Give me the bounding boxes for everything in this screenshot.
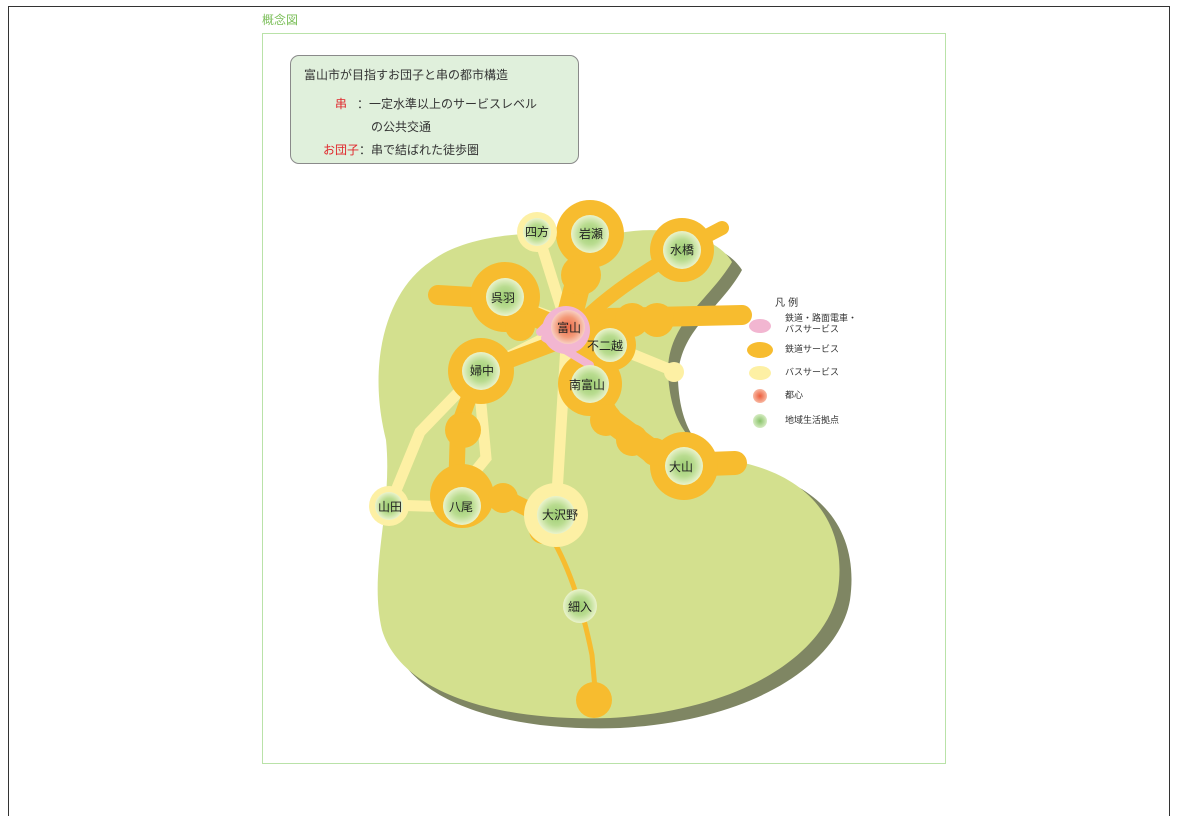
figure-frame xyxy=(262,33,946,764)
city-centre xyxy=(551,310,585,344)
label-toyama: 富山 xyxy=(557,320,581,335)
note-dango: お団子：串で結ばれた徒歩圏 xyxy=(291,141,479,158)
local-centres xyxy=(375,215,703,623)
label-kureha: 呉羽 xyxy=(491,291,515,305)
legend-bus-label: バスサービス xyxy=(785,368,840,378)
legend-title: 凡 例 xyxy=(775,298,799,309)
label-hosoiri: 細入 xyxy=(568,600,592,614)
label-shikata: 四方 xyxy=(525,224,549,239)
figure-label: 概念図 xyxy=(262,13,299,27)
legend-rail-bus-line2: バスサービス xyxy=(785,325,840,335)
note-kushi-text2: の公共交通 xyxy=(371,120,432,134)
label-mizuhashi: 水橋 xyxy=(670,243,694,257)
label-funikoshi: 不二越 xyxy=(587,339,623,353)
legend-center-swatch xyxy=(753,389,767,403)
dango-south-end xyxy=(576,682,612,718)
label-minamitoyama: 南富山 xyxy=(569,377,605,392)
legend-bus-swatch xyxy=(749,366,771,380)
note-dango-key: お団子 xyxy=(322,143,359,157)
legend-local-label: 地域生活拠点 xyxy=(785,416,840,426)
legend-rail-bus-line1: 鉄道・路面電車・ xyxy=(785,314,858,324)
label-yatsuo: 八尾 xyxy=(449,500,473,514)
legend-rail-bus-label: 鉄道・路面電車・ バスサービス xyxy=(785,314,857,336)
label-iwase: 岩瀬 xyxy=(579,226,603,241)
label-yamada: 山田 xyxy=(378,500,402,514)
legend-symbols xyxy=(747,319,773,428)
page-frame xyxy=(8,6,1170,816)
note-dango-text: ：串で結ばれた徒歩圏 xyxy=(359,143,480,157)
legend-rail-swatch xyxy=(747,342,773,358)
legend-center-label: 都心 xyxy=(785,391,804,401)
legend-pink-swatch xyxy=(749,319,771,333)
concept-note: 富山市が目指すお団子と串の都市構造 串 ：一定水準以上のサービスレベル の公共交通… xyxy=(290,55,579,164)
note-kushi-key: 串 xyxy=(334,97,347,111)
legend-local-swatch xyxy=(753,414,767,428)
label-hanchu: 婦中 xyxy=(470,363,494,378)
legend-rail-label: 鉄道サービス xyxy=(785,345,840,355)
note-kushi-text: ：一定水準以上のサービスレベル xyxy=(357,97,538,111)
note-kushi: 串 ：一定水準以上のサービスレベル xyxy=(291,95,537,112)
label-osawano: 大沢野 xyxy=(542,508,578,522)
label-ohyama: 大山 xyxy=(669,460,693,474)
note-title: 富山市が目指すお団子と串の都市構造 xyxy=(304,68,509,82)
